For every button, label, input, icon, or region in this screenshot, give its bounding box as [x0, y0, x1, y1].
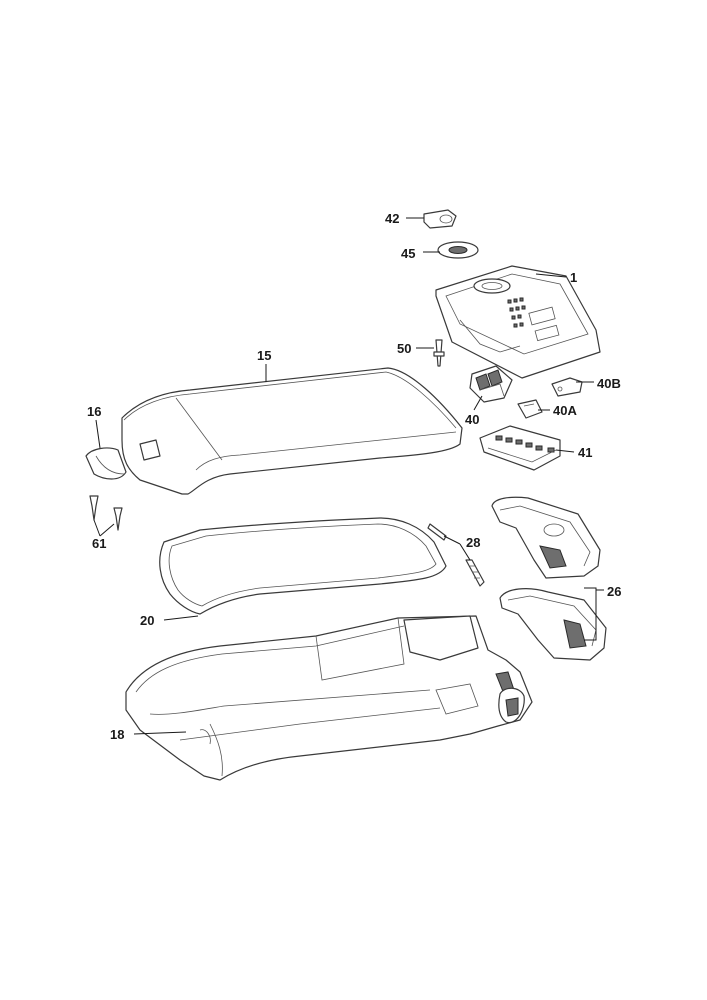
- callout-40A: 40A: [553, 403, 577, 418]
- part-40B-switch: [551, 377, 583, 397]
- part-26-hinge-brackets: [491, 496, 607, 661]
- part-15-lid: [121, 367, 463, 495]
- callout-41: 41: [578, 445, 592, 460]
- part-40A-switch: [517, 399, 543, 419]
- part-18-base-frame: [125, 615, 533, 781]
- part-16-side-cap: [85, 447, 127, 480]
- callout-45: 45: [401, 246, 415, 261]
- part-42-knob: [423, 209, 457, 229]
- callout-18: 18: [110, 727, 124, 742]
- callout-50: 50: [397, 341, 411, 356]
- part-50-pin: [433, 339, 445, 367]
- callout-labels: 42 45 1 50 15 40B 16 40 40A 41 61 28 26 …: [87, 211, 621, 742]
- callout-42: 42: [385, 211, 399, 226]
- callout-26: 26: [607, 584, 621, 599]
- callout-40: 40: [465, 412, 479, 427]
- callout-1: 1: [570, 270, 577, 285]
- callout-61: 61: [92, 536, 106, 551]
- part-1-control-panel: [435, 265, 601, 379]
- callout-20: 20: [140, 613, 154, 628]
- part-20-gasket: [159, 517, 447, 615]
- part-45-ring: [437, 241, 479, 259]
- callout-40B: 40B: [597, 376, 621, 391]
- part-61-screws: [89, 495, 123, 531]
- leader-lines: [93, 217, 604, 735]
- callout-28: 28: [466, 535, 480, 550]
- part-41-pcb: [479, 425, 561, 471]
- callout-15: 15: [257, 348, 271, 363]
- part-40-button-block: [469, 365, 513, 403]
- callout-16: 16: [87, 404, 101, 419]
